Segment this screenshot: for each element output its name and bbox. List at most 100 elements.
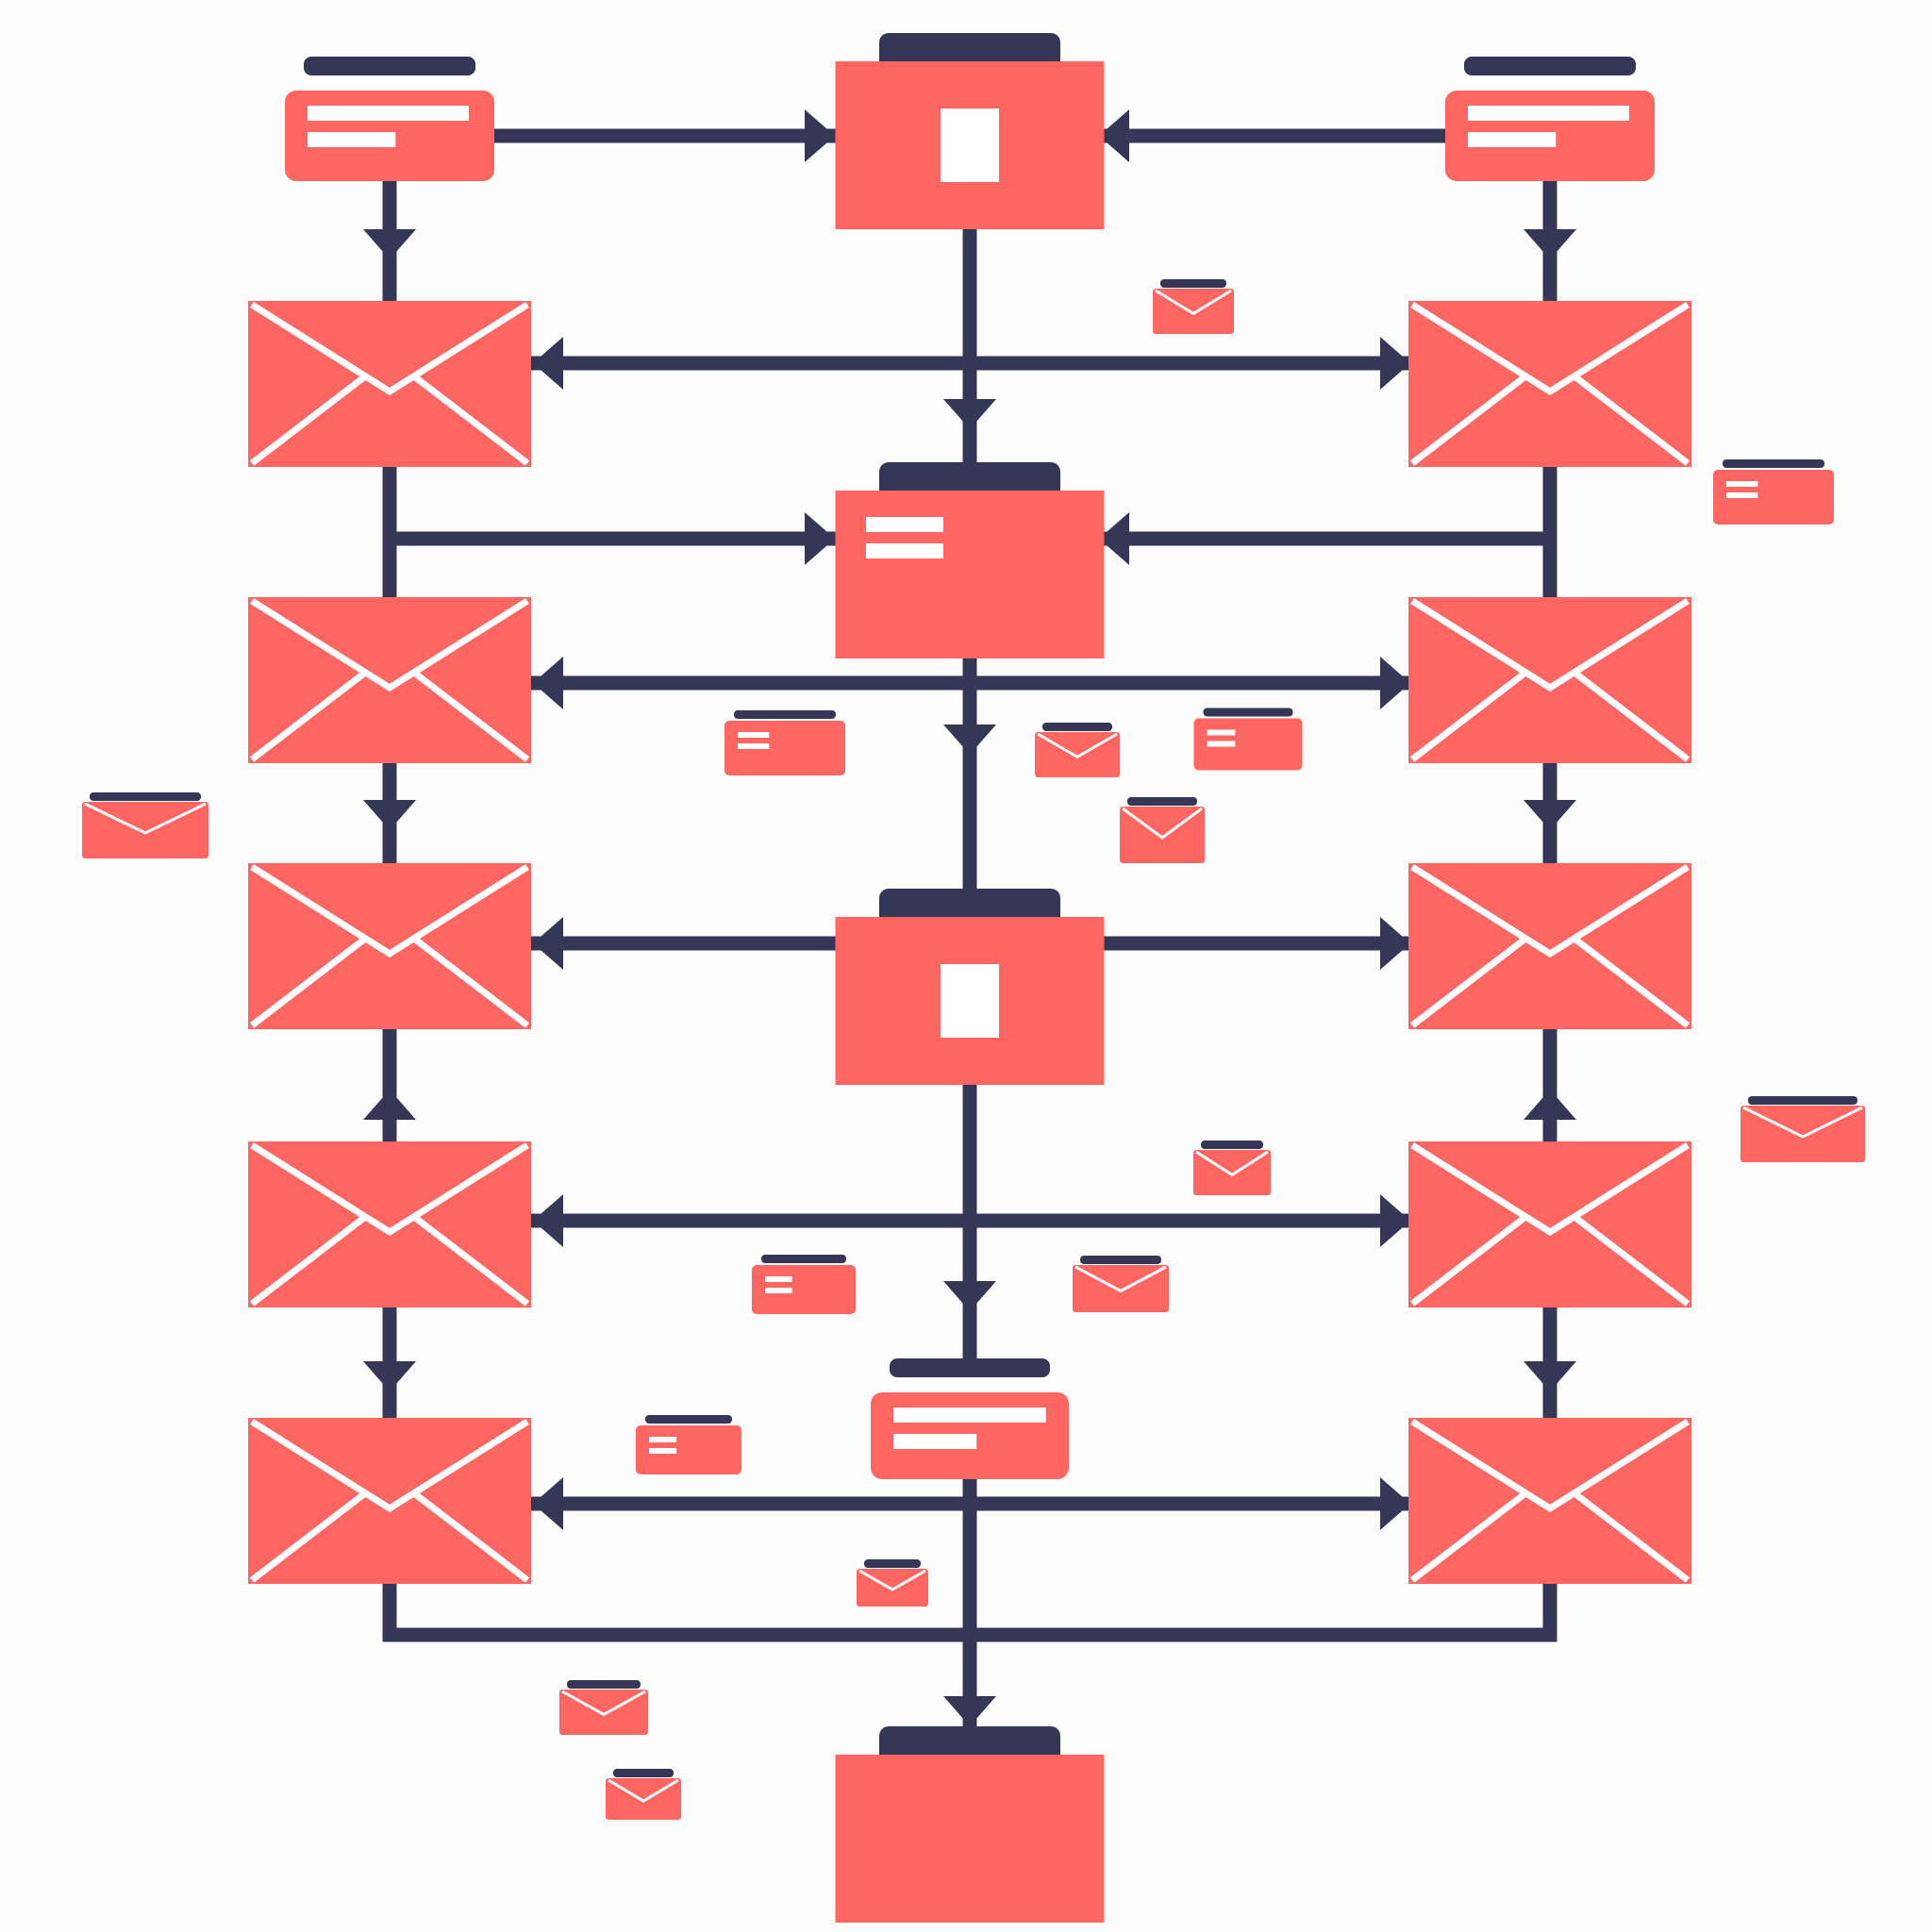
- arrow-head-right: [1380, 1194, 1410, 1247]
- node-bottom-tray: [871, 1358, 1069, 1479]
- floating-mini-document: [1193, 708, 1303, 771]
- mini-envelope-flap: [858, 1569, 926, 1591]
- mini-text-line: [1207, 741, 1236, 747]
- text-line-icon: [1468, 106, 1629, 121]
- arrow-head-up: [1524, 1090, 1576, 1120]
- arrow-head-down: [363, 229, 416, 259]
- envelope-fold: [1572, 374, 1690, 466]
- mini-header: [1160, 279, 1226, 288]
- node-mid-folder-2: [835, 889, 1105, 1085]
- envelope-fold: [249, 1491, 368, 1583]
- mini-text-line: [738, 743, 770, 749]
- mini-envelope-flap: [1742, 1106, 1863, 1139]
- arrow-head-down: [1524, 800, 1576, 830]
- envelope-flap: [250, 1142, 529, 1237]
- floating-mini-document: [1713, 459, 1834, 525]
- envelope-fold: [411, 936, 530, 1028]
- arrow-head-up: [363, 1090, 416, 1120]
- decoration-layer: [82, 279, 1865, 1820]
- envelope-fold: [1572, 936, 1690, 1028]
- envelope-flap: [1410, 1142, 1690, 1237]
- document-icon: [941, 108, 999, 182]
- arrow-head-right: [805, 512, 835, 565]
- text-line-icon: [866, 543, 943, 558]
- node-layer: [248, 33, 1691, 1923]
- mini-text-line: [738, 732, 770, 738]
- text-line-icon: [893, 1407, 1046, 1423]
- node-env-r1: [1408, 301, 1691, 467]
- mini-envelope-flap: [1074, 1265, 1167, 1293]
- mini-envelope-flap: [1195, 1150, 1269, 1177]
- floating-mini-envelope: [1035, 723, 1120, 777]
- mini-header: [613, 1769, 674, 1777]
- envelope-fold: [411, 1491, 530, 1583]
- envelope-fold: [411, 1214, 530, 1307]
- arrow-head-down: [1524, 229, 1576, 259]
- tray-header: [890, 1358, 1050, 1377]
- envelope-fold: [249, 374, 368, 466]
- arrow-head-left: [1099, 512, 1129, 565]
- arrow-head-right: [1380, 1477, 1410, 1530]
- mini-header: [1042, 723, 1112, 731]
- arrow-head-left: [533, 337, 563, 390]
- envelope-flap: [1410, 598, 1690, 692]
- node-env-l4: [248, 1141, 531, 1307]
- mini-envelope-flap: [1122, 807, 1203, 840]
- floating-mini-envelope: [559, 1680, 648, 1735]
- floating-mini-envelope: [1193, 1141, 1271, 1195]
- envelope-fold: [1409, 670, 1528, 762]
- envelope-fold: [1409, 1214, 1528, 1307]
- node-env-r4: [1408, 1141, 1691, 1307]
- node-env-r5: [1408, 1418, 1691, 1584]
- mini-header: [567, 1680, 641, 1689]
- mini-header: [90, 792, 201, 801]
- floating-mini-envelope: [1153, 279, 1234, 334]
- floating-mini-document: [636, 1415, 741, 1474]
- mini-header: [1201, 1141, 1263, 1149]
- floating-mini-document: [752, 1255, 856, 1314]
- mini-text-line: [649, 1448, 677, 1454]
- floating-mini-envelope: [1740, 1096, 1865, 1162]
- mini-envelope-body: [82, 802, 208, 858]
- node-env-l5: [248, 1418, 531, 1584]
- envelope-flap: [1410, 302, 1690, 396]
- arrow-head-down: [943, 1281, 996, 1311]
- envelope-fold: [411, 374, 530, 466]
- node-env-l2: [248, 597, 531, 763]
- node-top-left-tray: [285, 57, 494, 181]
- mini-envelope-flap: [561, 1690, 646, 1717]
- envelope-fold: [1572, 670, 1690, 762]
- text-line-icon: [308, 106, 469, 121]
- envelope-flap: [1410, 1419, 1690, 1513]
- connector-layer: [363, 109, 1576, 1734]
- floating-mini-envelope: [1073, 1256, 1169, 1312]
- node-top-right-tray: [1445, 57, 1655, 181]
- tray-header: [1464, 57, 1636, 75]
- mini-text-line: [649, 1437, 677, 1442]
- arrow-head-down: [943, 724, 996, 755]
- arrow-head-right: [1380, 917, 1410, 970]
- envelope-flap: [250, 864, 529, 958]
- arrow-head-left: [533, 1194, 563, 1247]
- envelope-fold: [1409, 936, 1528, 1028]
- envelope-fold: [1572, 1491, 1690, 1583]
- mini-header: [1748, 1096, 1857, 1105]
- envelope-flap: [250, 1419, 529, 1513]
- arrow-head-down: [943, 399, 996, 429]
- mini-envelope-flap: [84, 802, 207, 835]
- mini-header: [1080, 1256, 1161, 1264]
- envelope-fold: [411, 670, 530, 762]
- envelope-fold: [249, 670, 368, 762]
- document-icon: [941, 964, 999, 1038]
- arrow-head-right: [1380, 337, 1410, 390]
- envelope-flap: [1410, 864, 1690, 958]
- envelope-fold: [1409, 374, 1528, 466]
- node-env-r3: [1408, 863, 1691, 1029]
- text-line-icon: [866, 517, 943, 532]
- arrow-head-right: [805, 109, 835, 162]
- arrow-head-left: [533, 657, 563, 709]
- floating-mini-envelope: [606, 1769, 681, 1820]
- envelope-flap: [250, 598, 529, 692]
- folder-body: [835, 1755, 1105, 1923]
